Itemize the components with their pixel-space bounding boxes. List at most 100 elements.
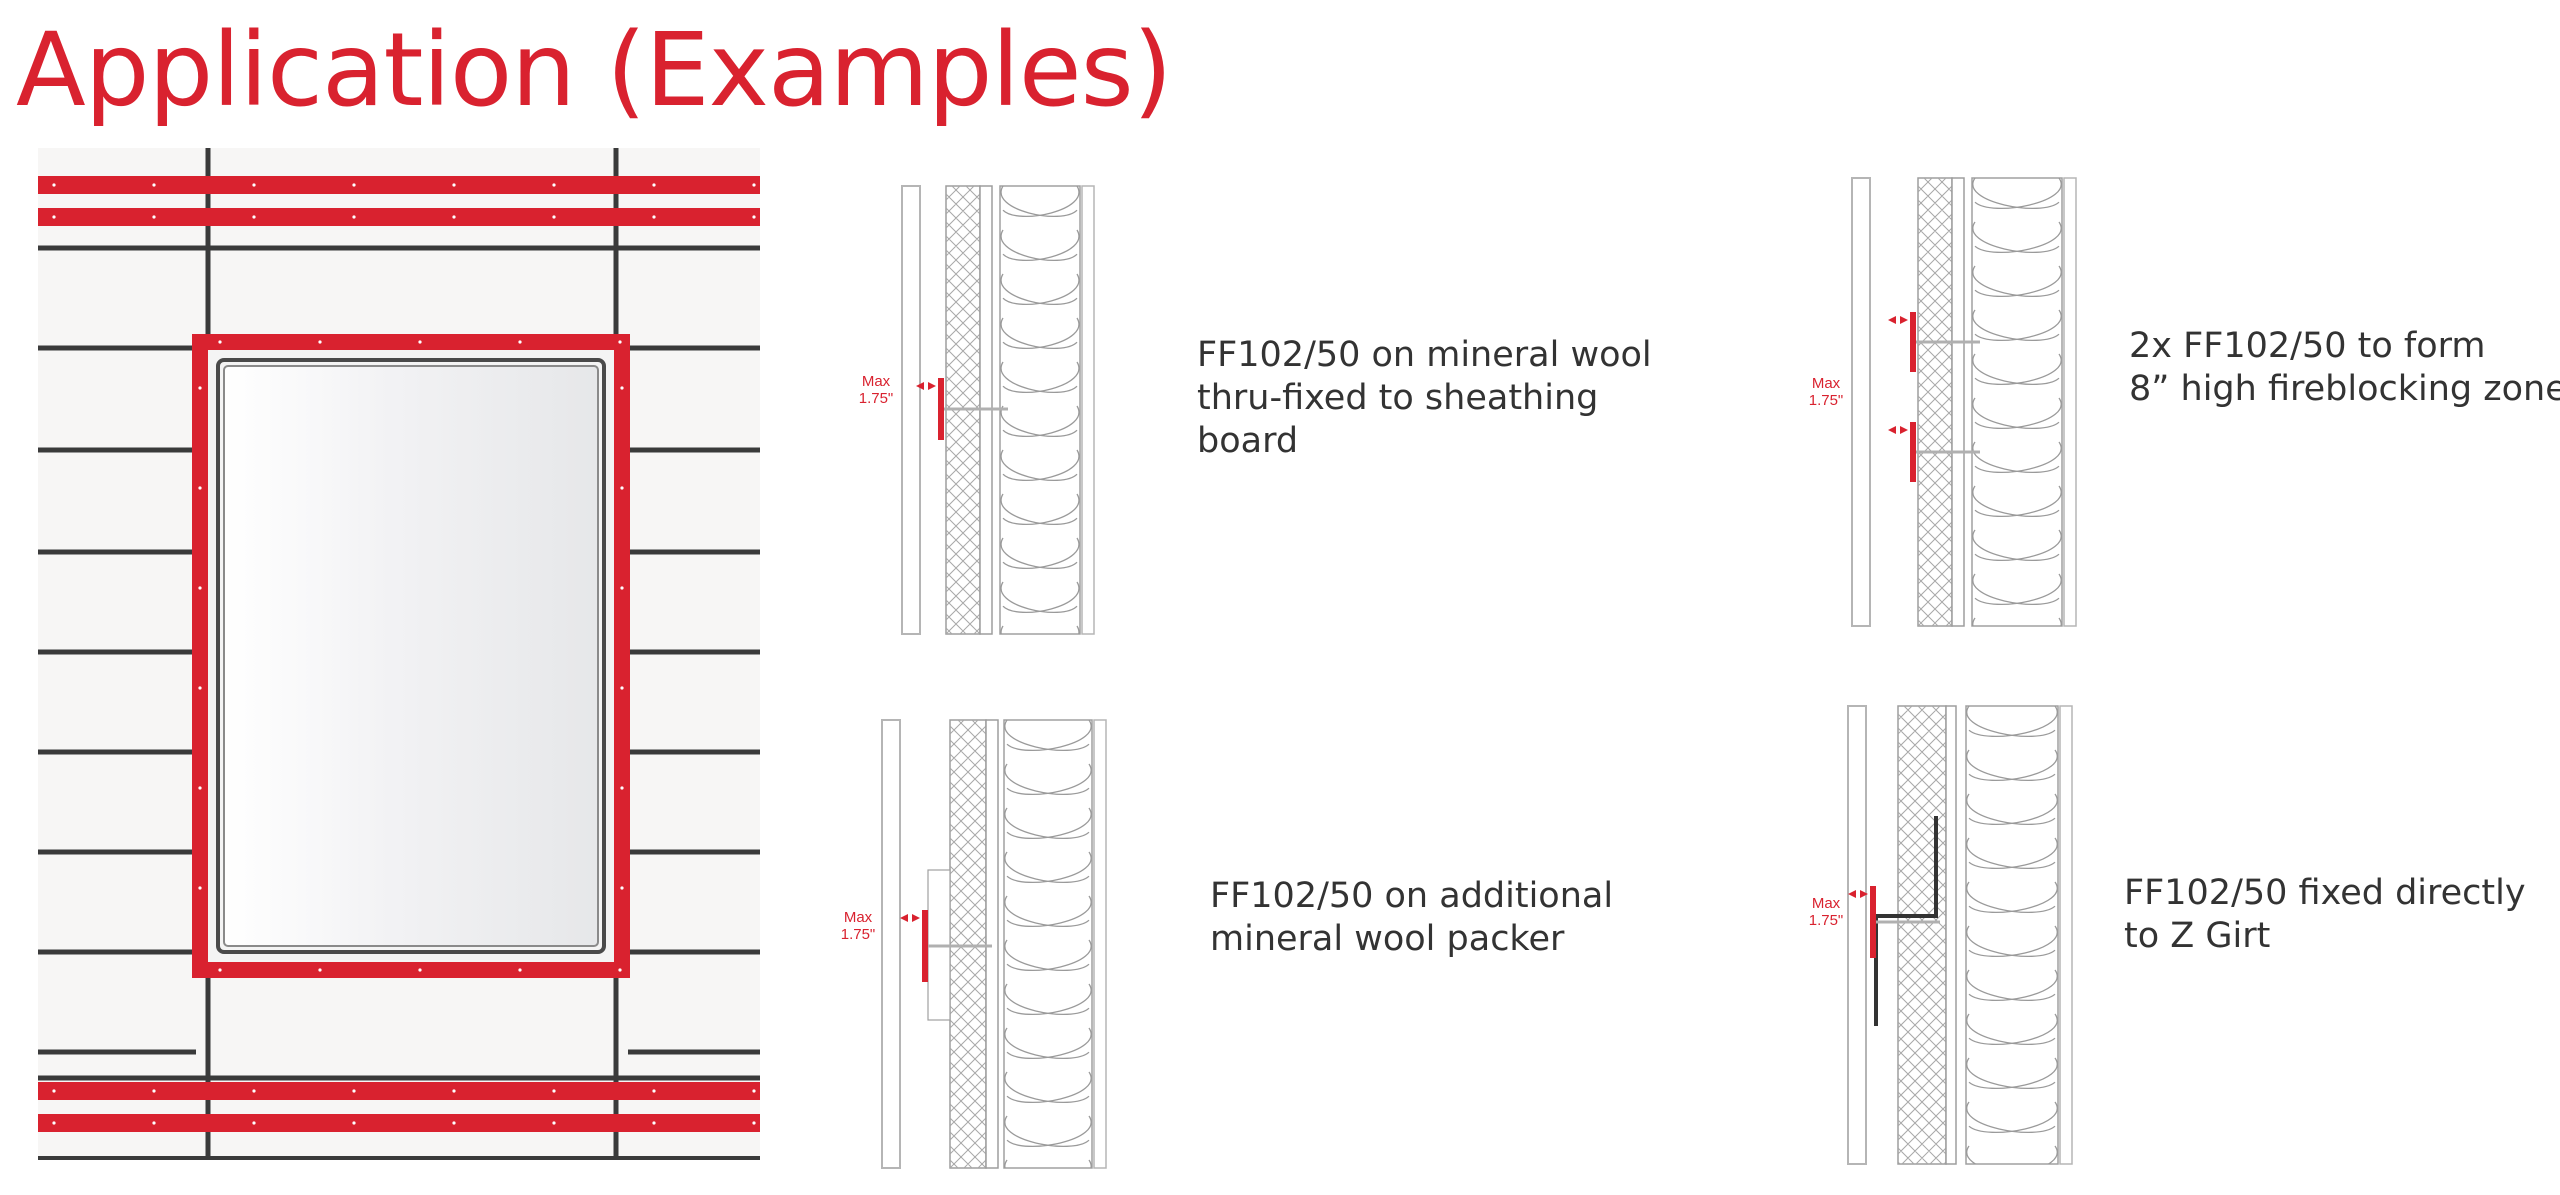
fixing-dot [198, 386, 202, 390]
caption-two-strip-zone: 2x FF102/50 to form 8” high fireblocking… [2129, 325, 2560, 411]
fixing-dot [152, 1089, 156, 1093]
fixing-dot [198, 486, 202, 490]
fireblock-strip-section [1910, 312, 1916, 372]
fixing-dot [620, 386, 624, 390]
caption-mineral-wool-thru-fixed: FF102/50 on mineral wool thru-fixed to s… [1197, 334, 1652, 463]
fixing-dot [318, 968, 322, 972]
dimension-arrow [1888, 316, 1896, 324]
cladding-panel [881, 719, 901, 1169]
caption-line: mineral wool packer [1210, 919, 1565, 959]
fixing-dot [552, 1121, 556, 1125]
window-glass [223, 365, 599, 947]
fixing-dot [52, 1089, 56, 1093]
fixing-dot [452, 1121, 456, 1125]
fireblock-strip [38, 208, 760, 226]
fixing-dot [252, 183, 256, 187]
fixing-dot [152, 1121, 156, 1125]
fixing-dot [218, 968, 222, 972]
fixing-dot [52, 1121, 56, 1125]
caption-line: thru-fixed to sheathing [1197, 378, 1599, 418]
fixing-dot [452, 215, 456, 219]
batt-insulation [1965, 705, 2059, 1165]
dimension-arrow [1888, 426, 1896, 434]
fixing-dot [752, 1089, 756, 1093]
batt-insulation-loops [1000, 186, 1080, 634]
dimension-arrow [928, 382, 936, 390]
batt-insulation [1971, 177, 2063, 627]
dimension-label-max: Max [862, 373, 891, 390]
mineral-wool-outline [1897, 705, 1947, 1165]
mineral-wool-layer [1897, 705, 1947, 1165]
fixing-dot [652, 215, 656, 219]
fixing-dot [452, 183, 456, 187]
fixing-dot [198, 586, 202, 590]
interior-board [1081, 185, 1095, 635]
dimension-arrow [1900, 426, 1908, 434]
fixing-dot [198, 686, 202, 690]
dimension-label-value: 1.75" [1809, 912, 1844, 929]
fixing-dot [552, 183, 556, 187]
fixing-dot [452, 1089, 456, 1093]
batt-insulation [1003, 719, 1093, 1169]
fireblock-strip-section [938, 378, 944, 440]
fixing-dot [618, 340, 622, 344]
fireblock-strip-section [922, 910, 928, 982]
caption-line: to Z Girt [2124, 916, 2271, 956]
fixing-dot [52, 183, 56, 187]
fixing-dot [198, 786, 202, 790]
fixing-dot [752, 1121, 756, 1125]
fixing-dot [198, 886, 202, 890]
mineral-wool-layer [1917, 177, 1953, 627]
fixing-dot [252, 1121, 256, 1125]
fixing-dot [652, 183, 656, 187]
mineral-wool-hatch [950, 720, 986, 1168]
fixing-dot [752, 183, 756, 187]
fixing-dot [418, 340, 422, 344]
batt-insulation-loops [1972, 178, 2062, 626]
fixing-dot [352, 1089, 356, 1093]
fireblock-strip-section [1910, 422, 1916, 482]
sheathing-board [1951, 177, 1965, 627]
caption-line: FF102/50 on mineral wool [1197, 335, 1652, 375]
fixing-dot [352, 215, 356, 219]
fixing-dot [152, 215, 156, 219]
dimension-label-value: 1.75" [859, 390, 894, 407]
dimension-label-max: Max [1812, 375, 1841, 392]
fixing-dot [618, 968, 622, 972]
dimension-arrow [1900, 316, 1908, 324]
mineral-wool-hatch [1898, 706, 1946, 1164]
dimension-arrow [916, 382, 924, 390]
caption-line: 8” high fireblocking zone [2129, 369, 2560, 409]
fireblock-strip-section [1870, 886, 1876, 958]
mineral-wool-hatch [946, 186, 980, 634]
fixing-dot [652, 1121, 656, 1125]
interior-board [2063, 177, 2077, 627]
fixing-dot [252, 1089, 256, 1093]
fixing-dot [620, 586, 624, 590]
batt-insulation [999, 185, 1081, 635]
sheathing-board [985, 719, 999, 1169]
cladding-panel [1847, 705, 1867, 1165]
dimension-arrow [1860, 890, 1868, 898]
mineral-wool-hatch [1918, 178, 1952, 626]
dimension-arrow [900, 914, 908, 922]
window-wall-elevation-diagram [38, 148, 760, 1160]
batt-outline [1965, 705, 2059, 1165]
fixing-dot [518, 340, 522, 344]
fireblock-strip [38, 176, 760, 194]
dimension-arrow [912, 914, 920, 922]
sheathing-board [1945, 705, 1957, 1165]
fixing-dot [620, 686, 624, 690]
caption-line: FF102/50 on additional [1210, 876, 1614, 916]
fixing-dot [352, 1121, 356, 1125]
fixing-dot [418, 968, 422, 972]
batt-insulation-loops [1966, 706, 2058, 1164]
interior-board [1093, 719, 1107, 1169]
caption-line: 2x FF102/50 to form [2129, 326, 2486, 366]
fixing-dot [552, 1089, 556, 1093]
batt-insulation-loops [1004, 720, 1092, 1168]
fixing-dot [252, 215, 256, 219]
